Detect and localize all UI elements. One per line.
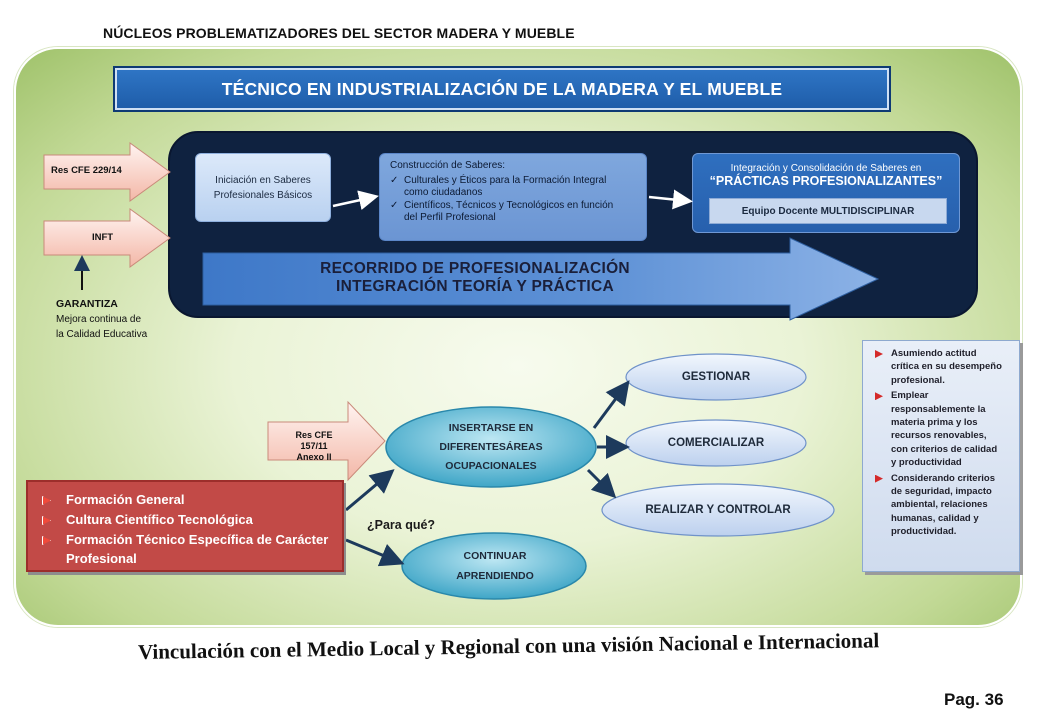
formation-box: Formación General Cultura Científico Tec…	[26, 480, 344, 572]
arrow-bullet-icon	[42, 516, 51, 525]
realizar-label: REALIZAR Y CONTROLAR	[645, 504, 791, 516]
initiation-line-1: Iniciación en Saberes	[215, 174, 311, 186]
attitude-item: Considerando criterios de seguridad, imp…	[873, 472, 1013, 539]
attitude-line: Emplear	[891, 390, 929, 402]
construction-title: Construcción de Saberes:	[390, 160, 506, 171]
attitudes-box: Asumiendo actitud crítica en su desempeñ…	[862, 340, 1020, 572]
attitude-line: y productividad	[891, 457, 962, 469]
attitude-line: humanas, calidad y	[891, 512, 979, 524]
professionalization-line-1: RECORRIDO DE PROFESIONALIZACIÓN	[320, 260, 630, 277]
comercializar-label: COMERCIALIZAR	[667, 437, 765, 449]
garantiza-title: GARANTIZA	[56, 298, 118, 310]
attitude-item: Asumiendo actitud crítica en su desempeñ…	[873, 347, 1013, 387]
attitude-line: Asumiendo actitud	[891, 348, 977, 359]
gestionar-ellipse	[625, 353, 807, 401]
page-title: NÚCLEOS PROBLEMATIZADORES DEL SECTOR MAD…	[103, 25, 575, 41]
construction-item-line: Científicos, Técnicos y Tecnológicos en …	[404, 199, 614, 211]
arrow-bullet-icon	[875, 350, 883, 358]
construction-item: ✓ Culturales y Éticos para la Formación …	[390, 175, 636, 200]
continuar-label: CONTINUAR APRENDIENDO	[410, 541, 580, 591]
arrow-step1-step2	[332, 190, 379, 210]
attitude-item: Emplear responsablemente la materia prim…	[873, 389, 1013, 469]
attitude-line: materia prima y los	[891, 417, 978, 429]
gestionar-label: GESTIONAR	[681, 371, 751, 383]
formation-item-text: Cultura Científico Tecnológica	[66, 512, 253, 527]
attitude-line: crítica en su desempeño	[891, 361, 1002, 373]
construction-box: Construcción de Saberes: ✓ Culturales y …	[379, 153, 647, 241]
garantiza-note: GARANTIZA Mejora continua de la Calidad …	[56, 297, 147, 342]
arrow-formation-continuar	[345, 538, 405, 567]
attitude-line: Considerando criterios	[891, 472, 995, 484]
professionalization-text: RECORRIDO DE PROFESIONALIZACIÓN INTEGRAC…	[235, 260, 715, 296]
team-box: Equipo Docente MULTIDISCIPLINAR	[709, 198, 947, 224]
formation-item-text: Formación General	[66, 492, 185, 507]
attitude-line: ambiental, relaciones	[891, 499, 988, 511]
initiation-line-2: Profesionales Básicos	[213, 189, 313, 201]
inft-arrow	[43, 208, 171, 268]
arrow-bullet-icon	[42, 496, 51, 505]
construction-list: ✓ Culturales y Éticos para la Formación …	[390, 175, 636, 225]
arrow-formation-insertarse	[345, 469, 395, 512]
check-icon: ✓	[390, 174, 399, 186]
insertarse-line-3: OCUPACIONALES	[445, 459, 537, 472]
insertarse-ellipse	[385, 406, 597, 488]
attitude-line: responsablemente la	[891, 403, 986, 415]
para-que-label: ¿Para qué?	[367, 518, 436, 532]
formation-item-text: Formación Técnico Específica de Carácter	[66, 532, 329, 547]
arrow-bullet-icon	[875, 392, 883, 401]
attitude-line: profesional.	[891, 374, 945, 386]
main-banner: TÉCNICO EN INDUSTRIALIZACIÓN DE LA MADER…	[113, 66, 891, 112]
res-cfe-157-arrow	[267, 400, 386, 482]
professionalization-arrow	[202, 237, 880, 321]
inft-label: INFT	[92, 232, 114, 243]
res-cfe-157-line-2: Anexo II	[296, 452, 332, 462]
check-icon: ✓	[390, 199, 399, 211]
arrow-bullet-icon	[42, 536, 51, 545]
attitude-line: recursos renovables,	[891, 430, 987, 442]
construction-item-line: Culturales y Éticos para la Formación In…	[404, 174, 607, 186]
insertarse-label: INSERTARSE EN DIFERENTESÁREAS OCUPACIONA…	[400, 418, 582, 476]
formation-item: Cultura Científico Tecnológica	[40, 510, 332, 530]
arrow-to-realizar	[586, 468, 617, 499]
garantiza-line-2: la Calidad Educativa	[56, 329, 148, 340]
res-cfe-229-label: Res CFE 229/14	[51, 165, 122, 176]
insertarse-line-2: DIFERENTESÁREAS	[439, 440, 543, 453]
integration-title: Integración y Consolidación de Saberes e…	[730, 163, 922, 174]
realizar-ellipse	[601, 483, 835, 537]
construction-item: ✓ Científicos, Técnicos y Tecnológicos e…	[390, 200, 636, 225]
formation-item-text: Profesional	[66, 551, 137, 566]
res-cfe-157-label: Res CFE 157/11 Anexo II	[282, 430, 346, 463]
arrow-step2-step3	[648, 189, 693, 210]
professionalization-line-2: INTEGRACIÓN TEORÍA Y PRÁCTICA	[336, 278, 614, 295]
construction-item-line: como ciudadanos	[404, 187, 483, 198]
formation-item: Formación General	[40, 490, 332, 510]
continuar-line-2: APRENDIENDO	[456, 570, 534, 582]
res-cfe-229-arrow	[43, 142, 171, 202]
initiation-box: Iniciación en Saberes Profesionales Bási…	[195, 153, 331, 222]
integration-quote: “PRÁCTICAS PROFESIONALIZANTES”	[709, 174, 943, 188]
page-number: Pag. 36	[944, 690, 1004, 709]
arrow-to-gestionar	[592, 380, 630, 429]
attitude-line: de seguridad, impacto	[891, 486, 992, 498]
formation-item: Formación Técnico Específica de Carácter…	[40, 530, 332, 568]
construction-item-line: del Perfil Profesional	[404, 212, 496, 223]
attitude-line: con criterios de calidad	[891, 443, 998, 455]
res-cfe-157-line-1: Res CFE 157/11	[295, 430, 333, 451]
arrow-bullet-icon	[875, 474, 883, 483]
continuar-line-1: CONTINUAR	[463, 550, 527, 562]
insertarse-line-1: INSERTARSE EN	[448, 421, 534, 434]
garantiza-line-1: Mejora continua de	[56, 314, 142, 325]
attitude-line: productividad.	[891, 526, 957, 538]
